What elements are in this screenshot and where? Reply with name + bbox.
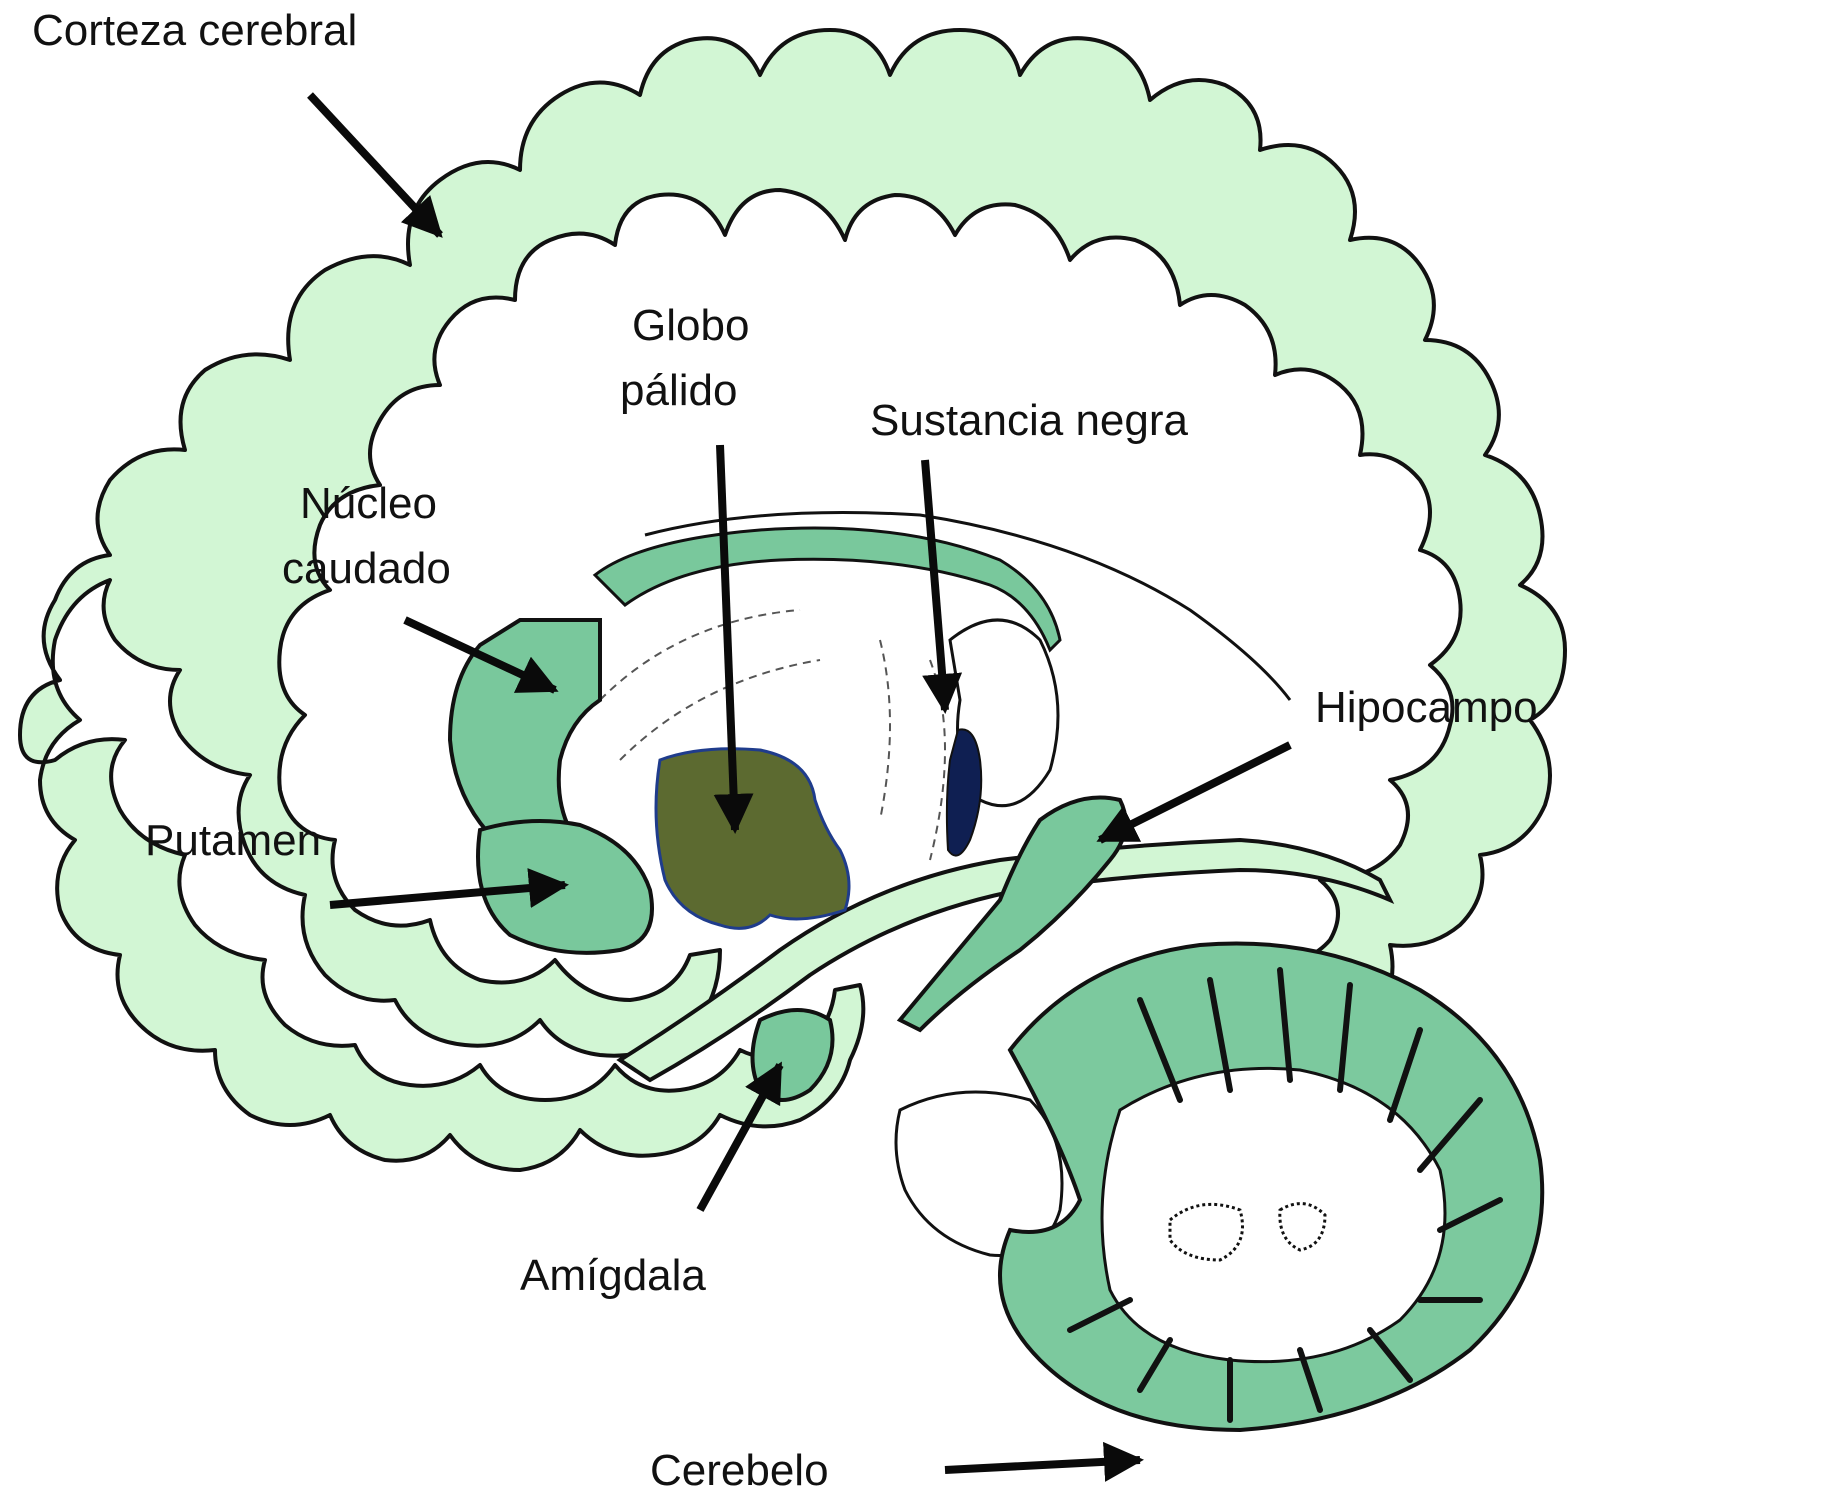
- globus-pallidus: [654, 747, 851, 930]
- hippocampus: [896, 795, 1128, 1033]
- label-cerebellum: Cerebelo: [650, 1446, 829, 1495]
- label-globus-line1: Globo: [632, 301, 749, 350]
- label-arrows: [307, 92, 1292, 1482]
- label-caudate-line2: caudado: [282, 544, 451, 593]
- dentate-nucleus: [1168, 1202, 1327, 1262]
- label-globus-line2: pálido: [620, 366, 737, 415]
- label-hippocampus: Hipocampo: [1315, 683, 1538, 732]
- label-cortex: Corteza cerebral: [32, 6, 357, 55]
- cerebellum-folia: [1067, 967, 1503, 1423]
- label-putamen: Putamen: [145, 816, 321, 865]
- label-amygdala: Amígdala: [520, 1251, 706, 1300]
- cerebellum-inner-white: [1100, 1066, 1447, 1364]
- arrow-cerebellum: [944, 1441, 1144, 1482]
- arrow-putamen: [329, 868, 569, 909]
- cortex-band: [18, 28, 1567, 1172]
- text-labels: Corteza cerebral Globo pálido Sustancia …: [32, 6, 1538, 1495]
- arrow-caudate: [403, 616, 559, 694]
- corpus-callosum: [592, 526, 1062, 653]
- arrow-amygdala: [696, 1061, 784, 1212]
- arrow-substantia-nigra: [921, 459, 963, 714]
- substantia-nigra: [945, 728, 983, 857]
- cerebellum: [998, 941, 1545, 1433]
- label-caudate-line1: Núcleo: [300, 479, 437, 528]
- arrow-cortex: [307, 92, 443, 238]
- arrow-hippocampus: [1096, 741, 1292, 844]
- arrow-globus-pallidus: [713, 444, 754, 834]
- fornix-line: [644, 511, 1292, 701]
- label-substantia-nigra: Sustancia negra: [870, 396, 1189, 445]
